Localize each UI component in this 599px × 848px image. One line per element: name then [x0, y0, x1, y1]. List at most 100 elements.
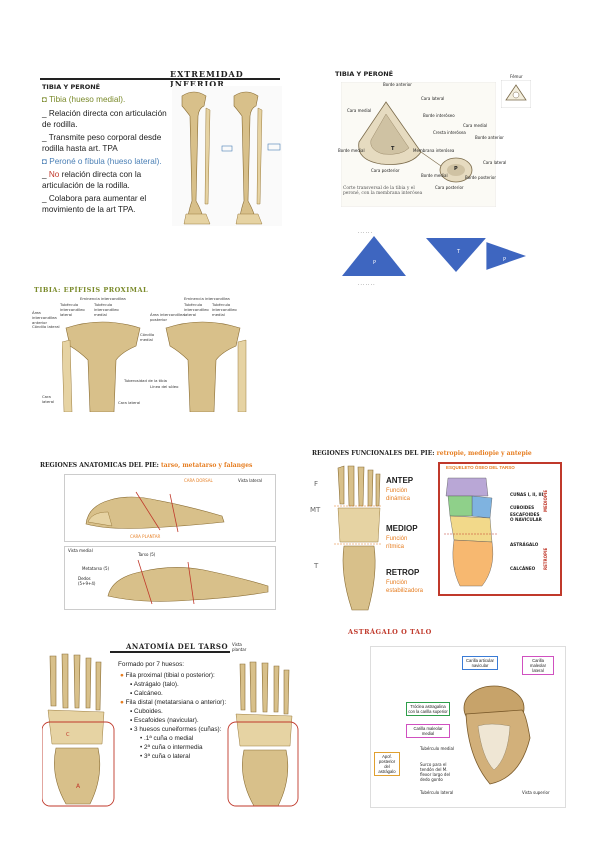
list-item: _ No relación directa con la articulació… — [42, 170, 142, 190]
slide-anatomia-tarso: ANATOMÍA DEL TARSO Vista plantar A C For… — [40, 640, 302, 808]
label: Cara lateral — [118, 400, 141, 405]
label: Área intercondílea anterior — [32, 310, 57, 325]
label: Tuberosidad de la tibia — [124, 378, 167, 383]
slide8-title: ASTRÁGALO O TALO — [348, 628, 432, 636]
triangle-p-label: P — [373, 260, 377, 266]
label: Surco para el tendón del M. flexor largo… — [420, 762, 451, 782]
slide7-title: ANATOMÍA DEL TARSO — [126, 642, 229, 651]
label: Vista lateral — [238, 478, 262, 483]
label: Cara lateral — [483, 160, 507, 165]
bone-label: CUBOIDES — [510, 505, 535, 510]
list-item: • 3ª cuña o lateral — [140, 753, 191, 760]
slide2-title: TIBIA Y PERONÉ — [335, 70, 394, 78]
list-item: _ Transmite peso corporal desde rodilla … — [42, 133, 162, 153]
list-item: ▪ 3 huesos cuneiformes (cuñas): — [130, 726, 222, 733]
list-item: • 2ª cuña o intermedia — [140, 744, 203, 751]
triangle-t-label: T — [457, 249, 461, 255]
label: Borde medial — [421, 173, 448, 178]
foot-functional-illustration — [334, 465, 382, 611]
list-item: ▪ Calcáneo. — [130, 690, 163, 697]
side-label-retropie: RETROPIE — [543, 547, 548, 570]
label: Vista superior — [522, 790, 550, 795]
dots-bottom: · · · · · · · — [358, 282, 375, 287]
region-antepie: ANTEP Función dinámica — [386, 476, 414, 502]
list-item: ● Fila proximal (tibial o posterior): — [120, 672, 215, 679]
label: Fémur — [510, 74, 523, 79]
proximal-epiphysis-illustration — [62, 321, 247, 412]
label: Eminencia intercondílea — [184, 296, 230, 301]
slide-regiones-anatomicas: REGIONES ANATÓMICAS DEL PIE: tarso, meta… — [38, 462, 288, 612]
intro: Formado por 7 huesos: — [118, 661, 185, 668]
label: Cara medial — [347, 108, 372, 113]
bone-label: ESCAFOIDES O NAVICULAR — [510, 512, 542, 522]
fibula-letter: P — [454, 166, 458, 172]
foot-medial-illustration — [107, 559, 269, 605]
label: Borde interóseo — [423, 113, 455, 118]
slide-astragalo: ASTRÁGALO O TALO Carilla articular navic… — [346, 628, 571, 812]
view-label: Vista plantar — [232, 642, 247, 652]
label: Área intercondílea posterior — [150, 312, 185, 322]
label-box: Carilla maleolar medial — [406, 724, 450, 738]
label: Cara posterior — [371, 168, 400, 173]
list-item: ◘ Peroné o fíbula (hueso lateral). — [42, 157, 162, 166]
tarsal-bones-illustration — [444, 477, 498, 587]
slide-regiones-funcionales: REGIONES FUNCIONALES DEL PIE: retropie, … — [310, 450, 572, 612]
label: Membrana interósea — [413, 148, 455, 153]
dots-top: · · · · · · — [358, 230, 372, 235]
triangle-p2-label: P — [503, 257, 507, 263]
slide7-text: Formado por 7 huesos: ● Fila proximal (t… — [118, 660, 236, 761]
label: Tubérculo intercondíleo lateral — [60, 302, 85, 317]
label-box: Carilla articular navicular — [462, 656, 498, 670]
label: Borde anterior — [383, 82, 412, 87]
tibia-letter: T — [391, 146, 395, 152]
label: Cara posterior — [435, 185, 464, 190]
list-item: _ Relación directa con articulación de r… — [42, 109, 167, 129]
label-box: Tróclea astragalina con la carilla super… — [406, 702, 450, 716]
side-letter: MT — [310, 506, 321, 514]
bone-label: CALCÁNEO — [510, 566, 536, 571]
list-item: ▪ Cuboides. — [130, 708, 163, 715]
triangle-diagram: · · · · · · · · · · · · · — [342, 230, 526, 287]
talus-illustration — [463, 685, 531, 785]
list-item: ▪ Astrágalo (talo). — [130, 681, 179, 688]
label: Borde anterior — [475, 135, 504, 140]
tibia-fibula-illustration — [172, 86, 282, 226]
label: Línea del sóleo — [150, 384, 179, 389]
list-item: ● Fila distal (metatarsiana o anterior): — [120, 699, 227, 706]
label-box: Carilla maleolar lateral — [522, 656, 554, 675]
slide1-title: EXTREMIDAD INFERIOR — [170, 69, 244, 89]
slide5-title: REGIONES ANATÓMICAS DEL PIE: tarso, meta… — [40, 462, 253, 469]
list-item: ◘ Tibia (hueso medial). — [42, 95, 126, 104]
label: Cara medial — [463, 123, 488, 128]
label: Vista medial — [68, 548, 93, 553]
list-item: • .1ª cuña o medial — [140, 735, 194, 742]
label: Tubérculo medial — [420, 746, 455, 751]
side-letter: T — [314, 562, 319, 570]
svg-text:C: C — [66, 732, 70, 738]
label: Cara lateral — [421, 96, 445, 101]
slide1-title-underline — [40, 78, 280, 80]
femur-thumbnail — [501, 80, 531, 108]
label: Tarso (5) — [138, 552, 156, 557]
slide-epifisis-proximal: TIBIA: EPÍFISIS PROXIMAL Eminencia inter… — [32, 286, 247, 412]
region-retropie: RETROP Función estabilizadora — [386, 568, 424, 594]
slide4-title: TIBIA: EPÍFISIS PROXIMAL — [34, 286, 149, 294]
bone-label: ASTRÁGALO — [510, 542, 539, 547]
tarsal-box-title: ESQUELETO ÓSEO DEL TARSO — [446, 465, 515, 470]
label: CARA DORSAL — [184, 478, 213, 483]
label: Eminencia intercondílea — [80, 296, 126, 301]
slide6-title: REGIONES FUNCIONALES DEL PIE: retropie, … — [312, 450, 532, 457]
list-item: _ Colabora para aumentar el movimiento d… — [42, 194, 147, 214]
slide-tibia-perone: EXTREMIDAD INFERIOR TIBIA Y PERONÉ ◘ Tib… — [40, 68, 285, 248]
label: Cóndilo medial — [140, 332, 155, 342]
label: Tubérculo lateral — [420, 790, 454, 795]
label: Tubérculo intercondíleo medial — [212, 302, 237, 317]
foot-lateral-illustration — [85, 491, 225, 533]
slide-corte-transversal: TIBIA Y PERONÉ T P Borde anterior Cara l… — [333, 68, 533, 213]
side-letter: F — [314, 480, 319, 488]
bone-label: CUÑAS I, II, III — [510, 492, 544, 497]
list-item: ▪ Escafoides (navicular). — [130, 717, 199, 724]
slide1-subtitle: TIBIA Y PERONÉ — [42, 83, 101, 91]
region-mediopie: MEDIOP Función rítmica — [386, 524, 418, 550]
label-box: Apof. posterior del astrágalo — [374, 752, 400, 776]
